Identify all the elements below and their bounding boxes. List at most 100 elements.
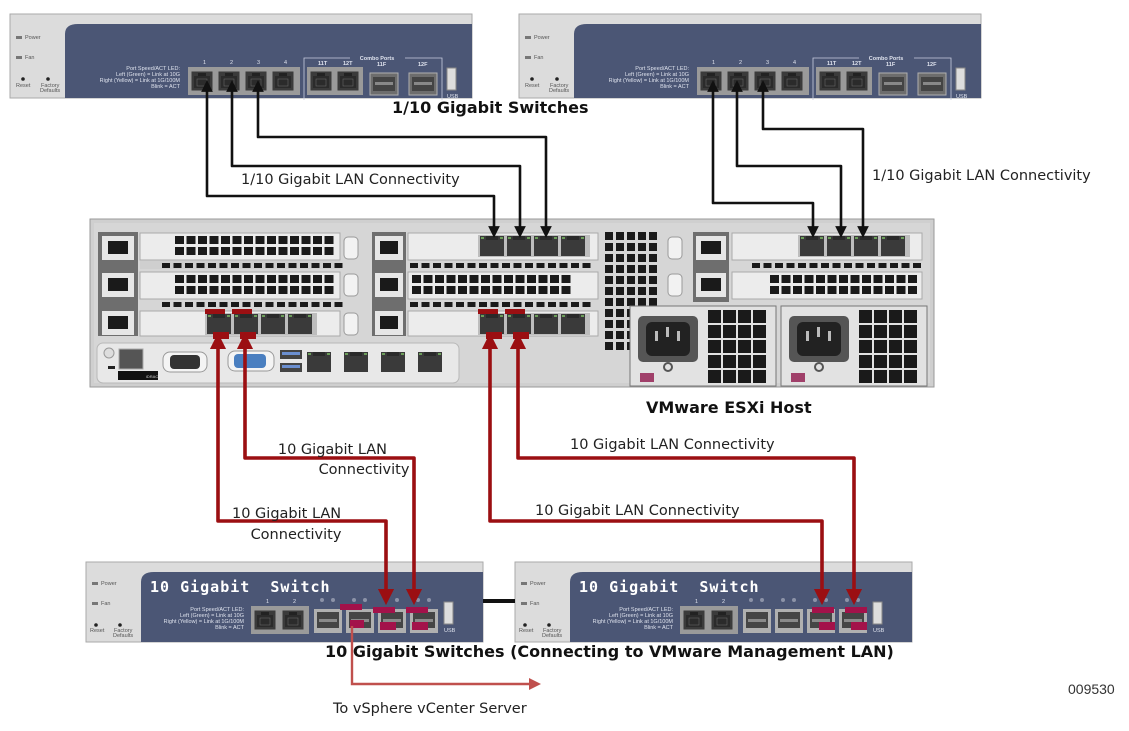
vent-slot bbox=[242, 302, 251, 307]
vent-slot bbox=[904, 370, 917, 383]
vent-slot bbox=[723, 310, 736, 323]
vent-slot bbox=[874, 310, 887, 323]
vent-slot bbox=[536, 263, 545, 268]
vent-slot bbox=[410, 302, 418, 307]
vent-slot bbox=[244, 247, 253, 255]
link-10g-d bbox=[509, 332, 863, 606]
vent-slot bbox=[423, 275, 433, 283]
vent-slot bbox=[559, 263, 568, 268]
vent-slot bbox=[244, 286, 253, 294]
vent-slot bbox=[186, 247, 196, 255]
vent-slot bbox=[889, 310, 902, 323]
vent-slot bbox=[904, 325, 917, 338]
vent-slot bbox=[885, 286, 894, 294]
vent-slot bbox=[221, 286, 230, 294]
led-1g bbox=[856, 598, 860, 602]
vent-slot bbox=[708, 310, 721, 323]
vent-slot bbox=[525, 263, 533, 268]
vent-slot bbox=[605, 276, 613, 284]
vent-slot bbox=[738, 325, 751, 338]
lom-port-1 bbox=[307, 352, 331, 372]
vent-slot bbox=[492, 275, 502, 283]
led-legend-line-3: Right (Yellow) = Link at 1G/100M bbox=[609, 78, 690, 84]
vent-slot bbox=[301, 275, 311, 283]
led-legend-line-1: Port Speed/ACT LED: bbox=[635, 66, 689, 72]
vent-slot bbox=[890, 263, 898, 268]
vent-slot bbox=[548, 302, 556, 307]
vent-slot bbox=[816, 286, 825, 294]
vent-slot bbox=[605, 331, 613, 339]
vent-slot bbox=[809, 263, 818, 268]
riser-brackets bbox=[343, 236, 359, 336]
conn-label-1-10g-right: 1/10 Gigabit LAN Connectivity bbox=[872, 168, 1091, 184]
riser-middle bbox=[372, 232, 599, 337]
pcie-card-strip bbox=[410, 263, 591, 268]
nic-port-mid-bot-2 bbox=[507, 314, 531, 334]
vent-slot bbox=[255, 275, 265, 283]
vent-slot bbox=[605, 265, 613, 273]
vent-slot bbox=[527, 286, 536, 294]
vent-slot bbox=[290, 275, 299, 283]
vent-slot bbox=[616, 309, 624, 317]
reset-label: Reset bbox=[519, 628, 534, 634]
vent-slot bbox=[490, 302, 499, 307]
vent-slot bbox=[446, 286, 456, 294]
nic-port-mid-top-4 bbox=[561, 236, 585, 256]
defaults-label: Defaults bbox=[113, 633, 133, 639]
rj45-port-2 bbox=[710, 609, 734, 631]
vent-slot bbox=[559, 302, 568, 307]
fan-led-label: Fan bbox=[25, 55, 34, 61]
vent-slot bbox=[605, 320, 613, 328]
port-12t-label: 12T bbox=[852, 61, 862, 67]
port-11t-label: 11T bbox=[318, 61, 328, 67]
vent-slot bbox=[889, 340, 902, 353]
pcie-card-strip bbox=[752, 263, 921, 268]
vent-slot bbox=[548, 263, 556, 268]
vent-slot bbox=[708, 340, 721, 353]
vent-slot bbox=[278, 275, 288, 283]
conn-label-1-10g-left: 1/10 Gigabit LAN Connectivity bbox=[241, 172, 460, 188]
reset-label: Reset bbox=[16, 83, 31, 89]
vent-slot bbox=[770, 286, 779, 294]
led-legend-line-3: Right (Yellow) = Link at 1G/100M bbox=[593, 619, 674, 625]
vent-slot bbox=[859, 325, 872, 338]
nic-port-mid-top-3 bbox=[534, 236, 558, 256]
vent-slot bbox=[301, 247, 311, 255]
sfp-port-11f bbox=[878, 72, 908, 96]
vent-slot bbox=[913, 263, 921, 268]
vent-slot bbox=[300, 302, 308, 307]
vent-slot bbox=[313, 275, 322, 283]
fan-led-label: Fan bbox=[534, 55, 543, 61]
vent-slot bbox=[313, 236, 322, 244]
vent-slot bbox=[896, 286, 906, 294]
vent-slot bbox=[638, 265, 646, 273]
vent-slot bbox=[896, 275, 906, 283]
riser-right bbox=[667, 232, 923, 302]
sfp-latch bbox=[415, 619, 433, 622]
link-top-right-3 bbox=[757, 80, 869, 238]
defaults-label: Defaults bbox=[40, 88, 60, 94]
vent-slot bbox=[175, 247, 184, 255]
usb-label: USB bbox=[444, 628, 456, 634]
nic-port-left-4 bbox=[288, 314, 312, 334]
vent-slot bbox=[232, 286, 242, 294]
rj45-port-12t bbox=[336, 70, 360, 92]
vent-slot bbox=[525, 302, 533, 307]
top-switch-left: Power Fan Reset Factory Defaults Port Sp… bbox=[9, 13, 473, 100]
vent-slot bbox=[209, 236, 219, 244]
vent-slot bbox=[173, 263, 182, 268]
vent-slot bbox=[334, 302, 343, 307]
led-legend-line-4: Blink = ACT bbox=[660, 84, 690, 90]
lom-port-4 bbox=[418, 352, 442, 372]
vent-slot bbox=[616, 254, 624, 262]
vent-slot bbox=[859, 370, 872, 383]
vent-slot bbox=[255, 247, 265, 255]
vent-slot bbox=[839, 286, 848, 294]
port-4-label: 4 bbox=[793, 60, 796, 66]
vent-slot bbox=[874, 370, 887, 383]
serial-port bbox=[170, 355, 200, 369]
port-12f-label: 12F bbox=[927, 62, 937, 68]
power-led-label: Power bbox=[101, 581, 117, 587]
vent-slot bbox=[723, 355, 736, 368]
led-10g bbox=[749, 598, 753, 602]
